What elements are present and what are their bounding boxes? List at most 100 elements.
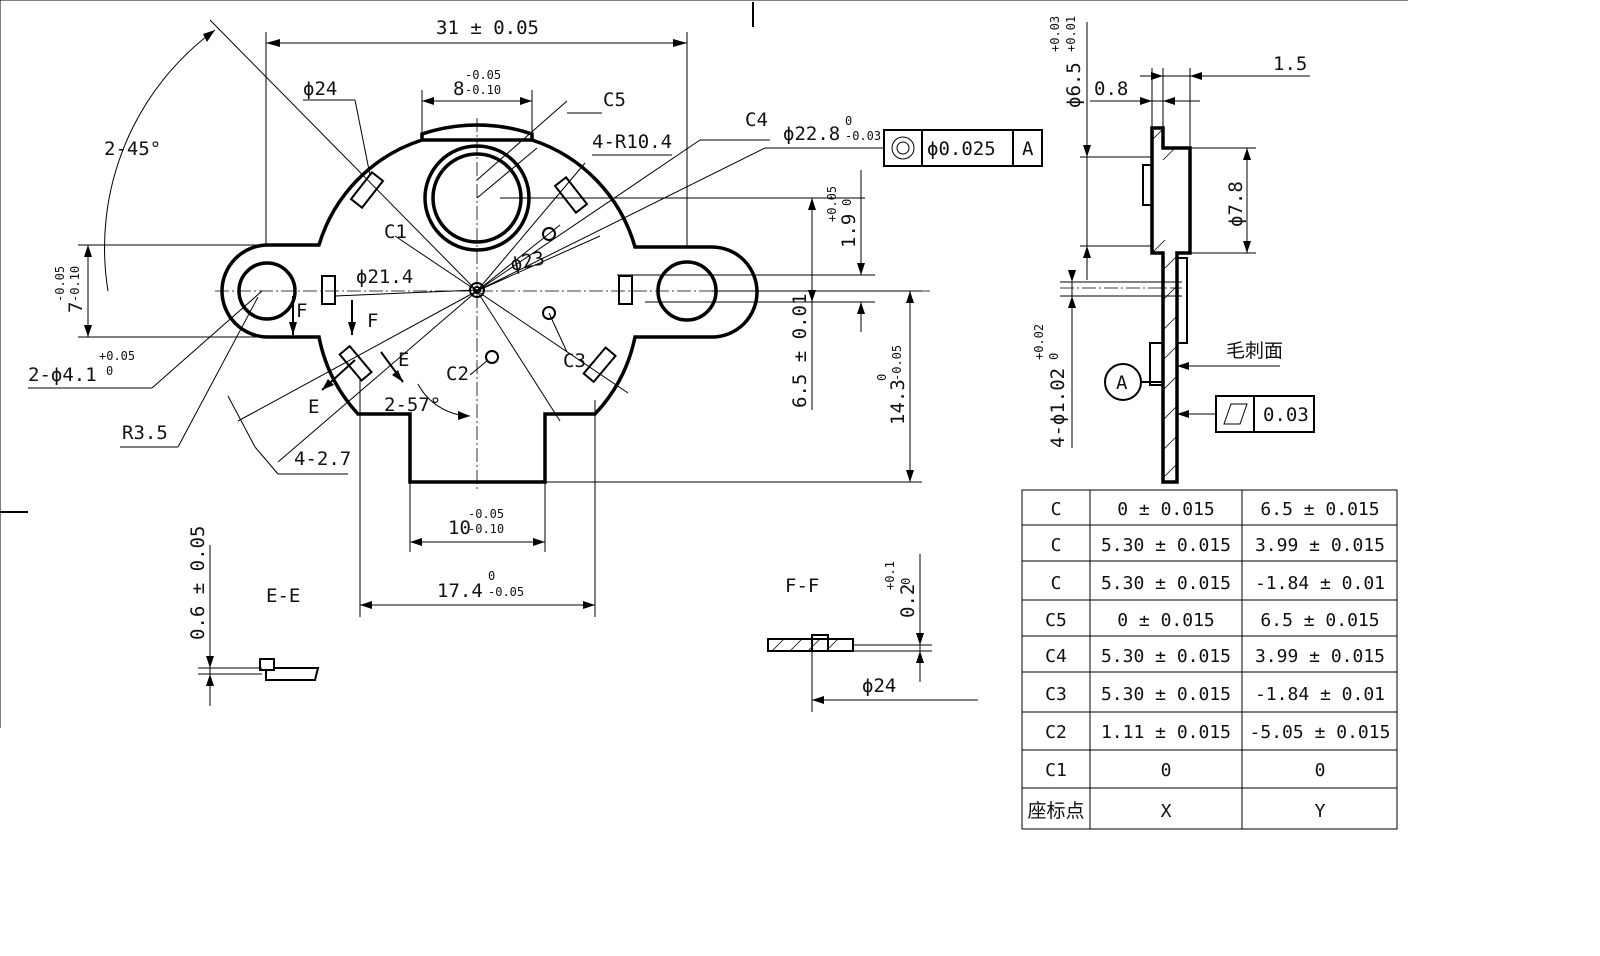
table-row-2-x: 5.30 ± 0.015 [1101,535,1231,556]
table-row-1-x: 0 ± 0.015 [1117,499,1215,520]
dim-holes-phi1-02: 4-ϕ1.02 [1047,368,1069,448]
table-row-7-point: C2 [1045,722,1067,743]
dim-ear-7-tol-lower: -0.10 [68,266,82,302]
dim-1-9-tol-upper: +0.05 [825,186,839,222]
dim-holes-phi4-1-tol-lower: 0 [106,364,113,378]
label-section-e-right: E [398,349,409,371]
feature-control-frame-concentricity: ϕ0.025 A [883,129,1043,167]
table-row-5-y: 3.99 ± 0.015 [1255,646,1385,667]
dim-r3-5: R3.5 [122,422,168,444]
table-row-6-x: 5.30 ± 0.015 [1101,684,1231,705]
dim-phi22-8: ϕ22.8 [783,123,840,145]
dim-holes-phi4-1: 2-ϕ4.1 [28,364,97,386]
label-section-e-left: E [308,396,319,418]
dim-4-r10-4: 4-R10.4 [592,131,672,153]
table-row-2-y: 3.99 ± 0.015 [1255,535,1385,556]
table-header-x: X [1161,801,1172,822]
dim-6-5: 6.5 ± 0.01 [789,294,811,408]
dim-phi6-5-tol-lower: +0.01 [1064,16,1078,52]
section-f-f-title: F-F [785,575,819,597]
dim-phi22-8-tol-lower: -0.03 [845,129,881,143]
dim-10-tol-upper: -0.05 [468,507,504,521]
dim-slot-8-tol-upper: -0.05 [465,68,501,82]
dim-phi6-5-tol-upper: +0.03 [1048,16,1062,52]
dim-holes-phi1-02-tol-upper: +0.02 [1032,324,1046,360]
dim-phi6-5: ϕ6.5 [1063,62,1085,108]
dim-14-3-tol-upper: 0 [875,374,889,381]
tab-bottom-left [338,344,373,382]
table-header-y: Y [1315,801,1326,822]
label-section-f-left: F [296,300,307,322]
section-e-e: E-E 0.6 ± 0.05 [187,526,320,706]
label-section-f-right: F [367,310,378,332]
table-header-point: 座标点 [1027,800,1084,822]
flange-outline [220,123,759,484]
section-f-f-hatching [771,638,839,652]
table-row-2-point: C [1051,535,1062,556]
table-row-3-y: -1.84 ± 0.01 [1255,573,1385,594]
radial-leaders [209,19,766,463]
concentricity-icon [891,136,915,160]
fcf-datum: A [1022,138,1034,160]
table-row-5-x: 5.30 ± 0.015 [1101,646,1231,667]
dim-slot-8: 8 [453,78,464,100]
dim-phi7-8: ϕ7.8 [1225,181,1247,227]
dim-phi23: ϕ23 [508,247,546,276]
dim-0-2: 0.2 [897,584,919,618]
dim-0-6: 0.6 ± 0.05 [187,526,209,640]
dim-0-2-tol-upper: +0.1 [883,561,897,590]
table-row-6-point: C3 [1045,684,1067,705]
dim-4-2-7: 4-2.7 [294,448,351,470]
dim-angle-57: 2-57° [384,394,441,416]
table-row-1-point: C [1051,499,1062,520]
dim-angle-45: 2-45° [104,138,161,160]
coordinate-table: C 0 ± 0.015 6.5 ± 0.015 C 5.30 ± 0.015 3… [1021,489,1398,830]
mounting-hole-left [237,261,297,321]
main-view: 31 ± 0.05 8 -0.05 -0.10 ϕ24 C5 4-R10.4 C… [28,17,1043,617]
dim-ear-7-tol-upper: -0.05 [53,266,67,302]
tab-top-right [553,175,589,215]
dim-ear-7: 7 [65,302,87,313]
side-profile [1150,126,1192,484]
section-f-f: F-F 0.2 +0.1 0 ϕ24 [767,554,978,712]
table-row-1-y: 6.5 ± 0.015 [1260,499,1379,520]
label-c4: C4 [745,109,768,131]
section-e-e-title: E-E [266,585,300,607]
feature-control-frame-flatness: 0.03 [1215,395,1315,433]
dim-slot-8-tol-lower: -0.10 [465,83,501,97]
dim-10: 10 [448,517,471,539]
sheet-border [0,0,1408,728]
table-row-4-y: 6.5 ± 0.015 [1260,610,1379,631]
dim-10-tol-lower: -0.10 [468,522,504,536]
table-row-4-point: C5 [1045,610,1067,631]
dim-holes-phi4-1-tol-upper: +0.05 [99,349,135,363]
dim-17-4-tol-upper: 0 [488,569,495,583]
dim-17-4: 17.4 [437,580,483,602]
table-row-8-y: 0 [1315,760,1326,781]
table-row-5-point: C4 [1045,646,1067,667]
dim-phi24-ff: ϕ24 [862,675,896,697]
tab-right [618,275,633,305]
label-c3: C3 [563,350,586,372]
dim-0-8: 0.8 [1094,78,1128,100]
burr-surface-note: 毛刺面 [1226,340,1283,362]
dim-1-5: 1.5 [1273,53,1307,75]
side-hatching [1151,128,1178,479]
tab-left [321,275,336,305]
hole-c4 [542,227,556,241]
table-row-8-point: C1 [1045,760,1067,781]
dim-17-4-tol-lower: -0.05 [488,585,524,599]
table-row-6-y: -1.84 ± 0.01 [1255,684,1385,705]
tab-bottom-right [582,346,617,384]
label-c5: C5 [603,89,626,111]
dim-0-2-tol-lower: 0 [899,578,913,585]
dim-holes-phi1-02-tol-lower: 0 [1047,353,1061,360]
label-c1: C1 [384,221,407,243]
label-c2: C2 [446,363,469,385]
fcf-value: ϕ0.025 [927,138,996,160]
flatness-icon [1223,403,1248,425]
dim-width-31: 31 ± 0.05 [436,17,539,39]
table-row-8-x: 0 [1161,760,1172,781]
dim-14-3: 14.3 [887,379,909,425]
